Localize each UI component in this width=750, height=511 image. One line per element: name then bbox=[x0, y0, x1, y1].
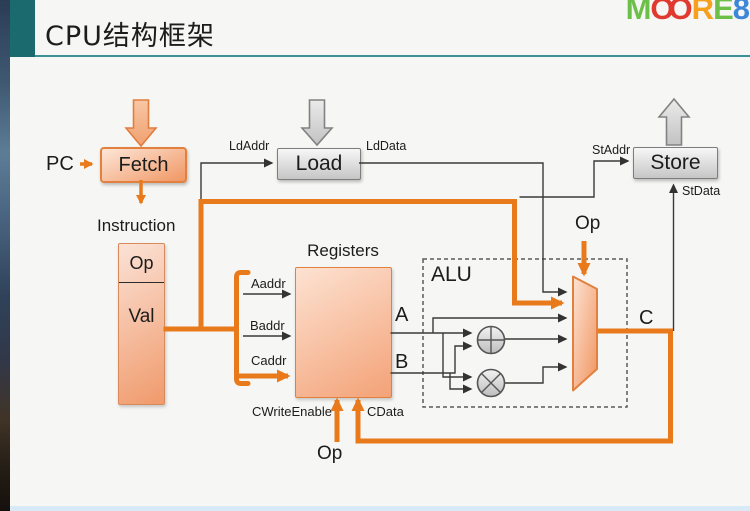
moore8-logo: MOORE8 bbox=[625, 0, 750, 27]
ldaddr-label: LdAddr bbox=[229, 139, 270, 153]
instruction-register-block: Op Val bbox=[118, 243, 165, 405]
staddr-label: StAddr bbox=[592, 143, 631, 157]
caddr-label: Caddr bbox=[251, 353, 287, 368]
logo-letter: R bbox=[691, 0, 714, 26]
a-port-label: A bbox=[395, 304, 409, 326]
pc-label: PC bbox=[46, 153, 74, 175]
staddr-line bbox=[519, 156, 630, 198]
store-block: Store bbox=[633, 147, 718, 179]
fetch-label: Fetch bbox=[118, 153, 169, 176]
instruction-label: Instruction bbox=[97, 216, 176, 235]
b-to-multiplier-line bbox=[449, 373, 473, 394]
c-port-label: C bbox=[639, 307, 654, 329]
store-label: Store bbox=[650, 151, 701, 174]
op-mux-label: Op bbox=[575, 213, 601, 234]
bottom-accent-bar bbox=[10, 506, 750, 511]
registers-title: Registers bbox=[307, 241, 379, 260]
instruction-op-field: Op bbox=[119, 244, 164, 283]
page-title: CPU结构框架 bbox=[45, 21, 215, 52]
multiplier-icon bbox=[476, 368, 506, 398]
adder-icon bbox=[476, 325, 506, 355]
baddr-label: Baddr bbox=[250, 318, 285, 333]
stdata-label: StData bbox=[682, 184, 721, 198]
logo-letter: O bbox=[650, 0, 674, 26]
b-port-label: B bbox=[395, 351, 409, 373]
fetch-block: Fetch bbox=[100, 147, 187, 183]
a-to-mux-line bbox=[432, 313, 568, 333]
lddata-label: LdData bbox=[366, 139, 407, 153]
logo-letter: E bbox=[713, 0, 734, 26]
fetch-input-arrow-icon bbox=[124, 99, 158, 148]
multiplier-to-mux-line bbox=[504, 362, 568, 384]
store-output-arrow-icon bbox=[657, 97, 691, 146]
load-input-arrow-icon bbox=[300, 99, 334, 147]
logo-letter: O bbox=[668, 0, 693, 26]
c-to-cdata-bus bbox=[351, 328, 673, 444]
cdata-label: CData bbox=[367, 404, 404, 419]
mux-block bbox=[572, 275, 598, 392]
op-write-label: Op bbox=[317, 443, 343, 464]
address-brace bbox=[234, 270, 251, 386]
alu-label: ALU bbox=[431, 263, 472, 286]
title-divider bbox=[35, 55, 750, 57]
cwriteenable-label: CWriteEnable bbox=[252, 404, 332, 419]
logo-letter: M bbox=[625, 0, 652, 26]
load-label: Load bbox=[295, 152, 343, 175]
left-edge-strip bbox=[0, 0, 10, 511]
a-to-multiplier-line bbox=[442, 333, 473, 382]
ldaddr-line bbox=[200, 158, 274, 199]
aaddr-label: Aaddr bbox=[251, 276, 286, 291]
logo-letter: 8 bbox=[732, 0, 750, 26]
load-block: Load bbox=[277, 148, 361, 180]
instruction-val-field: Val bbox=[128, 306, 155, 327]
teal-accent-square bbox=[10, 0, 35, 57]
registers-block bbox=[295, 267, 392, 398]
